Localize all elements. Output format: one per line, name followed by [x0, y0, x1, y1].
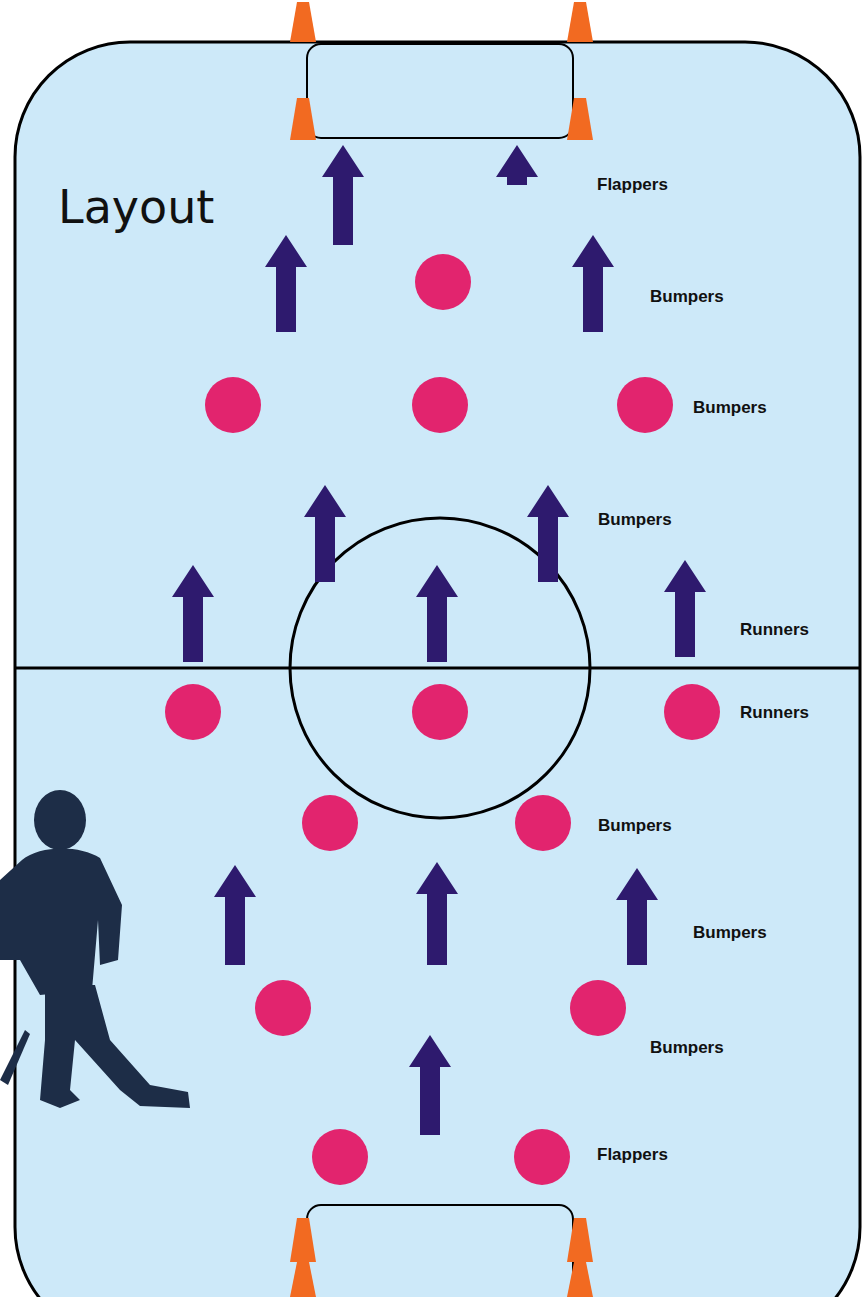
- player-silhouette: [0, 790, 190, 1108]
- goal-area: [307, 44, 573, 138]
- player-dot: [205, 377, 261, 433]
- goal-area: [307, 1205, 573, 1297]
- court: [15, 42, 860, 1297]
- arrow: [265, 235, 307, 332]
- cone: [567, 98, 593, 140]
- cone: [567, 1262, 593, 1297]
- cone: [290, 98, 316, 140]
- player-dot: [514, 1129, 570, 1185]
- position-label: Flappers: [597, 1145, 668, 1165]
- cones: [290, 2, 593, 1297]
- position-label: Bumpers: [693, 923, 767, 943]
- arrow: [409, 1035, 451, 1135]
- arrow: [664, 560, 706, 657]
- player-dot: [312, 1129, 368, 1185]
- cone: [290, 1262, 316, 1297]
- torso: [0, 848, 122, 995]
- position-label: Runners: [740, 620, 809, 640]
- position-label: Bumpers: [693, 398, 767, 418]
- arrow: [214, 865, 256, 965]
- arrow: [416, 565, 458, 662]
- position-label: Flappers: [597, 175, 668, 195]
- player-dot: [515, 795, 571, 851]
- cone: [567, 1218, 593, 1262]
- player-dot: [302, 795, 358, 851]
- direction-arrows: [172, 145, 706, 1135]
- player-dot: [165, 684, 221, 740]
- head: [34, 790, 86, 850]
- arrow: [496, 145, 538, 185]
- position-label: Bumpers: [650, 287, 724, 307]
- arrow: [322, 145, 364, 245]
- arrow: [172, 565, 214, 662]
- player-dot: [412, 377, 468, 433]
- position-label: Bumpers: [598, 816, 672, 836]
- player-dot: [570, 980, 626, 1036]
- player-dot: [617, 377, 673, 433]
- arrow: [527, 485, 569, 582]
- arrow: [304, 485, 346, 582]
- cone: [290, 2, 316, 42]
- player-dots: [165, 254, 720, 1185]
- arrow: [572, 235, 614, 332]
- position-label: Bumpers: [598, 510, 672, 530]
- player-dot: [415, 254, 471, 310]
- legs: [40, 985, 190, 1108]
- position-label: Runners: [740, 703, 809, 723]
- player-dot: [412, 684, 468, 740]
- arrow: [416, 862, 458, 965]
- page-title: Layout: [58, 180, 214, 234]
- cone: [567, 2, 593, 42]
- stick: [0, 1030, 30, 1085]
- player-dot: [664, 684, 720, 740]
- center-line: [15, 667, 860, 670]
- cone: [290, 1218, 316, 1262]
- position-label: Bumpers: [650, 1038, 724, 1058]
- player-dot: [255, 980, 311, 1036]
- arrow: [616, 868, 658, 965]
